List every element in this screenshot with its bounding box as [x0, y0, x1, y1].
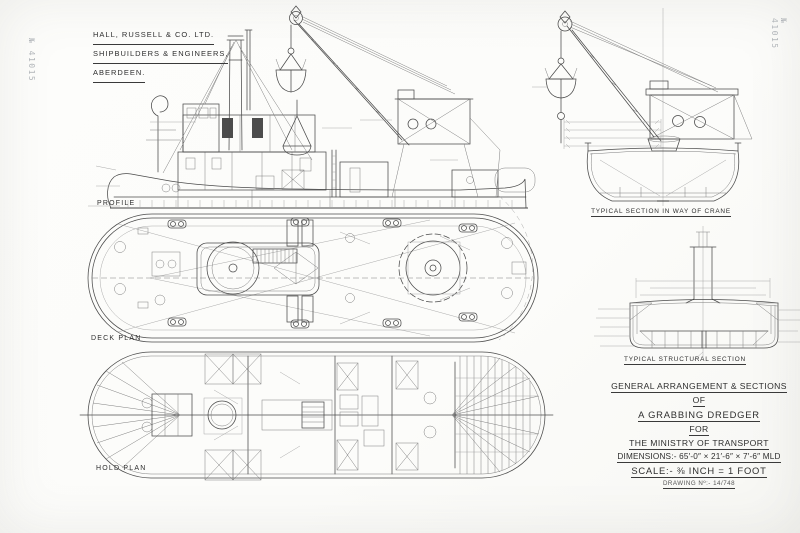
archive-stamp-left: № 41015 — [27, 38, 36, 83]
title-block: GENERAL ARRANGEMENT & SECTIONS OF A GRAB… — [601, 381, 797, 491]
company-city: ABERDEEN. — [93, 64, 146, 83]
dimensions-line: DIMENSIONS:- 65′-0″ × 21′-6″ × 7′-6″ MLD — [617, 452, 781, 463]
title-line-5: THE MINISTRY OF TRANSPORT — [629, 438, 769, 450]
hold-plan-label: HOLD PLAN — [96, 465, 147, 472]
title-line-4: FOR — [689, 424, 709, 436]
title-line-2: OF — [692, 395, 706, 407]
deck-plan-view — [87, 195, 539, 343]
scale-line: SCALE:- ⅜ INCH = 1 FOOT — [631, 465, 767, 478]
company-trade: SHIPBUILDERS & ENGINEERS, — [93, 45, 229, 64]
crane-section-view — [532, 8, 753, 206]
structural-section-label: TYPICAL STRUCTURAL SECTION — [624, 356, 746, 365]
title-line-1: GENERAL ARRANGEMENT & SECTIONS — [611, 381, 787, 393]
archive-stamp-right: № 41015 — [770, 18, 788, 50]
title-line-3: A GRABBING DREDGER — [638, 409, 760, 422]
structural-section-view — [594, 226, 800, 361]
crane-section-label: TYPICAL SECTION IN WAY OF CRANE — [591, 208, 731, 217]
profile-view — [88, 5, 536, 209]
profile-label: PROFILE — [97, 200, 136, 207]
company-block: HALL, RUSSELL & CO. LTD. SHIPBUILDERS & … — [93, 26, 229, 83]
hold-plan-view — [79, 351, 554, 481]
drawing-number: DRAWING Nº:- 14/748 — [662, 480, 736, 489]
deck-plan-label: DECK PLAN — [91, 335, 142, 342]
company-name: HALL, RUSSELL & CO. LTD. — [93, 26, 215, 45]
